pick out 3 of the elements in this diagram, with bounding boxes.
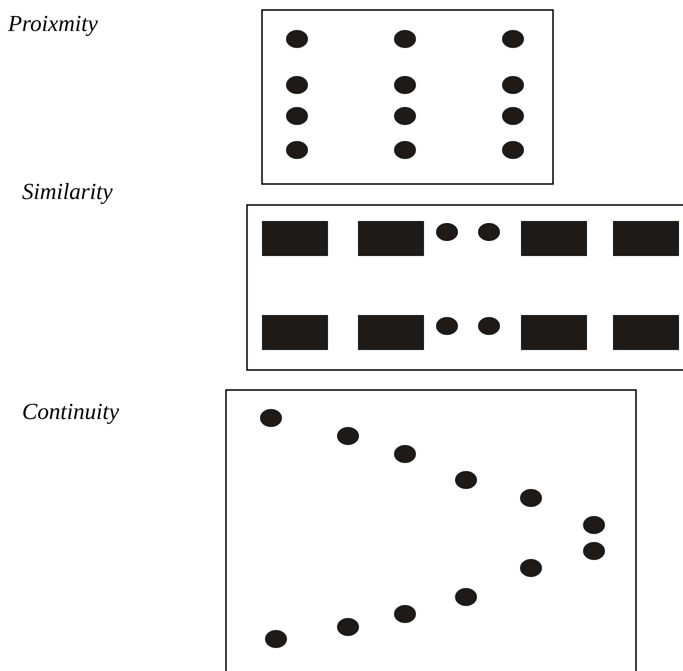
panel-label: Continuity [22,400,120,423]
panel-label: Proixmity [8,12,98,35]
panel-label: Similarity [22,180,113,203]
